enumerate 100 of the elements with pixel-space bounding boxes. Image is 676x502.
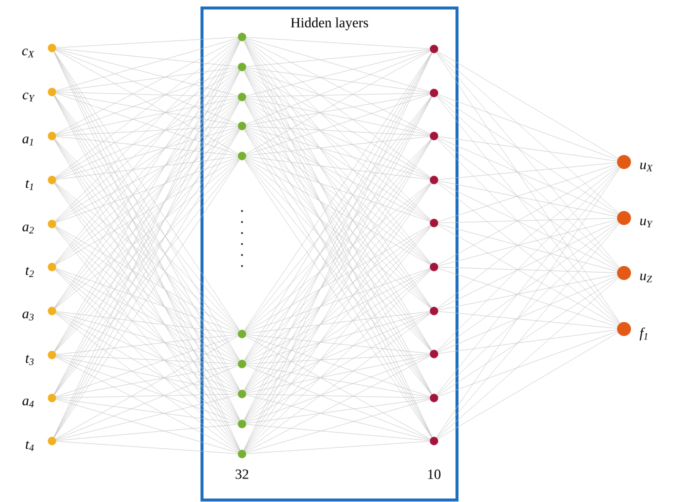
connection-line: [56, 313, 238, 422]
connection-line: [56, 311, 238, 334]
connection-line: [246, 156, 430, 180]
connection-line: [436, 52, 620, 324]
connection-line: [246, 69, 430, 178]
connection-line: [246, 49, 430, 67]
connection-line: [56, 398, 238, 424]
connection-line: [56, 48, 238, 67]
hidden-neuron: [238, 450, 246, 458]
hidden-neuron: [430, 306, 438, 316]
connection-line: [56, 312, 238, 392]
connection-line: [246, 354, 430, 364]
connection-line: [246, 50, 430, 125]
connection-line: [436, 138, 620, 324]
connection-line: [246, 441, 430, 454]
input-neuron: [48, 262, 56, 272]
connection-line: [436, 222, 619, 396]
connection-line: [56, 50, 238, 154]
connection-line: [55, 100, 239, 264]
neuron-label: t$_{4}$: [26, 440, 34, 451]
connection-line: [246, 68, 430, 135]
neuron-label: u$_{Y}$: [640, 218, 653, 228]
connection-line: [244, 40, 432, 220]
connection-line: [56, 98, 238, 136]
connection-line: [56, 49, 238, 125]
connection-line: [56, 268, 238, 333]
hidden-neuron: [238, 32, 246, 42]
connection-line: [437, 182, 619, 325]
connection-line: [56, 126, 238, 136]
connection-line: [56, 334, 238, 355]
connection-line: [246, 38, 430, 92]
connection-line: [246, 336, 430, 440]
connection-line: [436, 96, 620, 324]
input-neuron: [48, 176, 56, 184]
layer-size-label: 10: [428, 470, 440, 479]
hidden-neuron: [430, 436, 438, 446]
hidden-neuron: [238, 62, 246, 72]
connection-line: [245, 270, 431, 422]
input-neuron: [48, 306, 56, 316]
connection-line: [56, 226, 238, 332]
connection-line: [438, 276, 618, 352]
connection-line: [55, 39, 239, 178]
connection-line: [56, 38, 238, 134]
hidden-neuron: [238, 420, 246, 428]
connection-line: [54, 40, 240, 222]
connection-line: [437, 276, 618, 396]
output-neuron: [617, 211, 631, 225]
connection-line: [438, 218, 618, 224]
connection-line: [56, 312, 238, 364]
connection-line: [55, 70, 239, 222]
connection-line: [56, 48, 238, 96]
connection-line: [246, 126, 430, 136]
neuron-label: a$_{1}$: [22, 136, 33, 146]
connection-line: [55, 158, 239, 308]
connection-line: [437, 278, 619, 438]
connection-line: [246, 356, 430, 452]
connection-line: [56, 394, 238, 398]
connection-line: [246, 335, 430, 397]
connection-line: [56, 356, 238, 394]
hidden-neuron: [238, 390, 246, 398]
connection-line: [246, 37, 430, 49]
connection-line: [246, 312, 430, 392]
connection-line: [55, 313, 239, 452]
connection-line: [246, 157, 430, 222]
connection-line: [438, 330, 618, 354]
neuron-label: f$_{1}$: [640, 328, 648, 340]
connection-line: [246, 67, 430, 93]
connection-line: [245, 269, 431, 392]
connection-line: [245, 100, 431, 264]
connection-line: [438, 311, 618, 329]
hidden-neuron: [238, 92, 246, 102]
hidden-neuron: [238, 122, 246, 130]
connection-line: [438, 162, 618, 180]
neuron-label: t$_{3}$: [26, 354, 34, 366]
input-neuron: [48, 88, 56, 96]
connection-line: [56, 399, 238, 453]
connection-line: [55, 182, 239, 332]
connection-line: [56, 156, 238, 180]
connection-line: [56, 37, 238, 48]
connection-line: [438, 165, 618, 266]
connection-line: [56, 98, 238, 178]
hidden-neuron: [430, 44, 438, 54]
connection-line: [245, 226, 431, 392]
connection-line: [246, 128, 430, 222]
connection-line: [56, 126, 238, 180]
connection-line: [56, 356, 238, 423]
hidden-neuron: [430, 218, 438, 228]
hidden-neuron: [430, 132, 438, 140]
connection-line: [436, 52, 620, 268]
connection-line: [245, 182, 431, 332]
connection-line: [56, 67, 238, 92]
input-neuron: [48, 220, 56, 228]
connection-line: [245, 70, 431, 220]
connection-line: [56, 92, 238, 126]
connection-line: [56, 424, 238, 441]
connection-line: [246, 365, 430, 440]
connection-line: [246, 98, 430, 178]
connection-line: [56, 128, 238, 222]
connection-line: [246, 313, 430, 422]
connection-line: [246, 394, 430, 440]
